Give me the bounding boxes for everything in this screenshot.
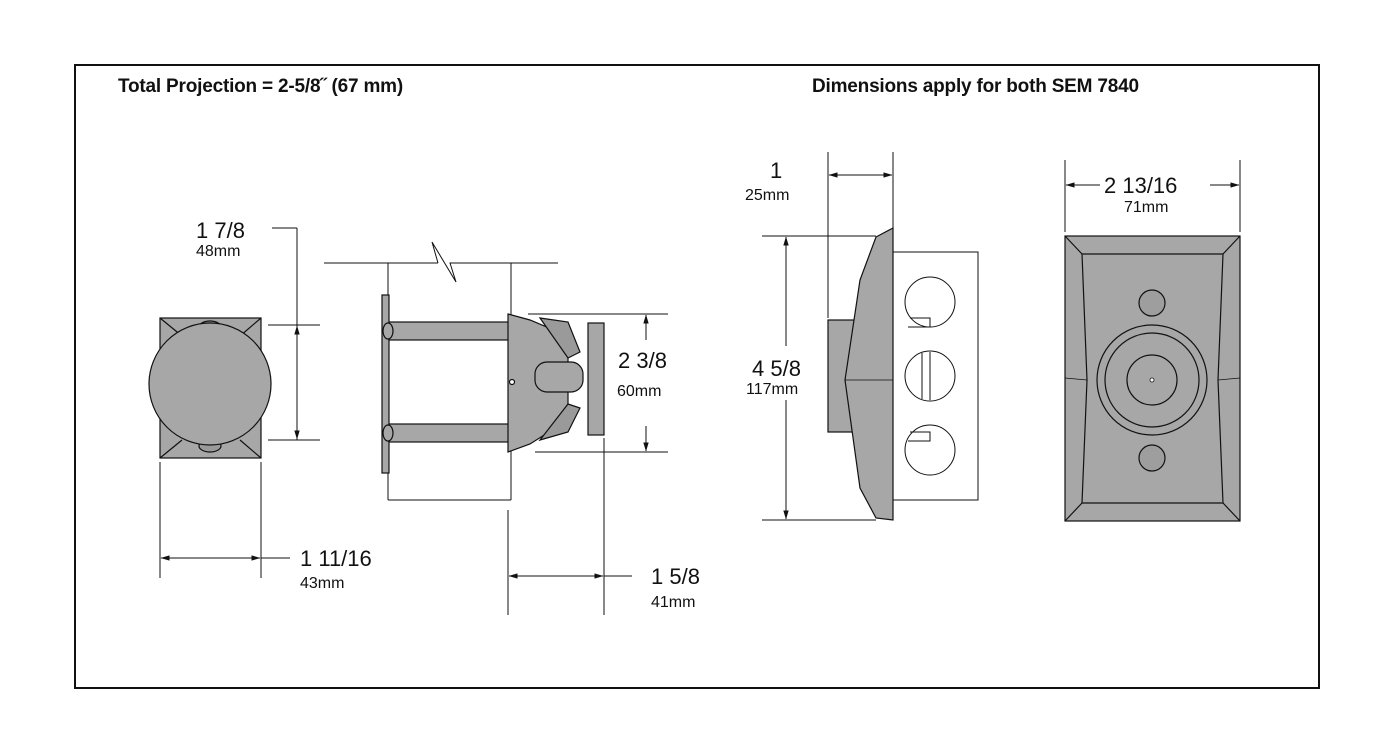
side-height-imperial: 2 3/8 bbox=[618, 348, 667, 373]
side-depth-dimension bbox=[507, 438, 632, 615]
plate-side-view bbox=[827, 227, 979, 521]
plate-front-view bbox=[1064, 235, 1241, 522]
total-projection-heading: Total Projection = 2-5/8˝ (67 mm) bbox=[118, 76, 403, 97]
plate-depth-dimension bbox=[827, 152, 894, 318]
front-height-dimension bbox=[268, 227, 320, 441]
diagram-frame bbox=[74, 64, 1320, 689]
side-depth-imperial: 1 5/8 bbox=[651, 564, 700, 589]
front-height-metric: 48mm bbox=[196, 243, 240, 260]
plate-width-dimension bbox=[1064, 160, 1241, 232]
plate-height-imperial: 4 5/8 bbox=[752, 356, 801, 381]
dimensions-note-heading: Dimensions apply for both SEM 7840 bbox=[812, 76, 1139, 97]
plate-width-metric: 71mm bbox=[1124, 199, 1168, 216]
plate-height-metric: 117mm bbox=[746, 381, 798, 398]
front-width-imperial: 1 11/16 bbox=[300, 546, 372, 571]
side-depth-metric: 41mm bbox=[651, 594, 695, 611]
plate-depth-metric: 25mm bbox=[745, 187, 789, 204]
plate-width-imperial: 2 13/16 bbox=[1104, 173, 1177, 198]
side-height-metric: 60mm bbox=[617, 383, 661, 400]
side-view-magnet bbox=[381, 294, 605, 474]
front-width-dimension bbox=[159, 462, 290, 578]
front-view-magnet bbox=[148, 317, 272, 459]
side-height-dimension bbox=[528, 313, 668, 453]
plate-depth-imperial: 1 bbox=[770, 158, 782, 183]
front-width-metric: 43mm bbox=[300, 575, 344, 592]
front-height-imperial: 1 7/8 bbox=[196, 218, 245, 243]
plate-height-dimension bbox=[762, 235, 876, 521]
